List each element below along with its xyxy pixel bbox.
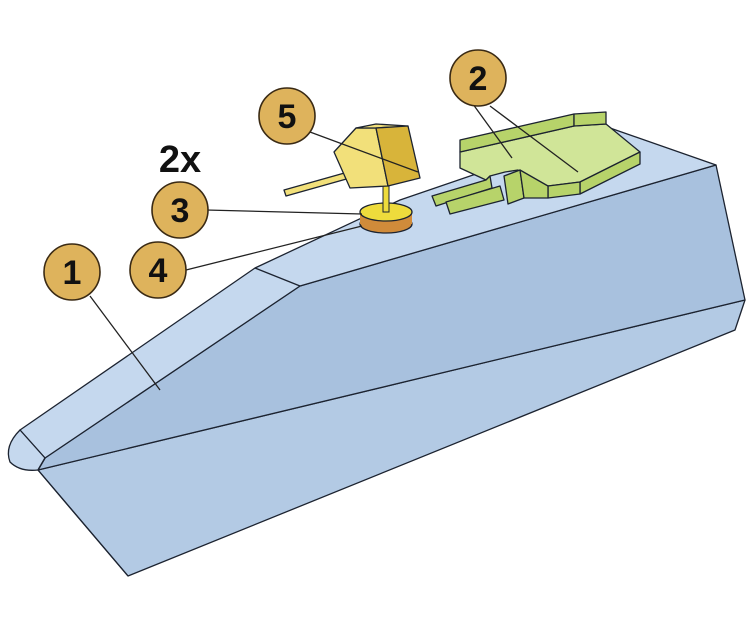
leader-lines xyxy=(89,99,579,391)
turret-right-face xyxy=(375,125,421,187)
deck-part-2-wall-h xyxy=(519,169,549,199)
callout-3-label: 3 xyxy=(171,192,190,230)
hull-bow-edge xyxy=(37,457,46,471)
leader-line-5 xyxy=(309,131,419,173)
callout-2: 2 xyxy=(449,49,507,107)
callout-1-label: 1 xyxy=(63,254,82,292)
callout-4: 4 xyxy=(129,241,187,299)
callout-3-circle xyxy=(151,181,209,239)
leader-line-1 xyxy=(89,295,161,391)
leader-line-2b xyxy=(489,105,579,173)
callout-1-circle xyxy=(43,243,101,301)
barbette-assembly xyxy=(359,185,413,234)
callout-4-circle xyxy=(129,241,187,299)
quantity-multiplier-label: 2x xyxy=(159,139,201,181)
hull-deck-face xyxy=(19,127,717,459)
barbette-pin-body xyxy=(382,185,390,213)
callout-2-circle xyxy=(449,49,507,107)
deck-part-2-wall-b xyxy=(573,111,607,127)
leader-line-4 xyxy=(185,225,363,271)
hull-keel-line xyxy=(37,469,129,577)
leader-line-2a xyxy=(469,99,513,159)
turret-gun-barrel xyxy=(283,171,351,197)
deck-part-2-wall-e xyxy=(431,175,493,207)
hull-ridge-line xyxy=(254,267,301,287)
callout-5: 5 xyxy=(258,87,316,145)
callout-3: 3 xyxy=(151,181,209,239)
deck-part-2-wall-f xyxy=(445,185,505,215)
callout-1: 1 xyxy=(43,243,101,301)
hull-bow-tip xyxy=(7,429,46,471)
callout-5-label: 5 xyxy=(278,98,297,136)
deck-part-2 xyxy=(431,111,641,215)
callout-5-circle xyxy=(258,87,316,145)
callout-4-label: 4 xyxy=(149,252,168,290)
hull-part-1 xyxy=(7,127,746,577)
leader-line-3 xyxy=(205,209,363,215)
turret-part-5 xyxy=(283,123,421,197)
callout-2-label: 2 xyxy=(469,60,488,98)
